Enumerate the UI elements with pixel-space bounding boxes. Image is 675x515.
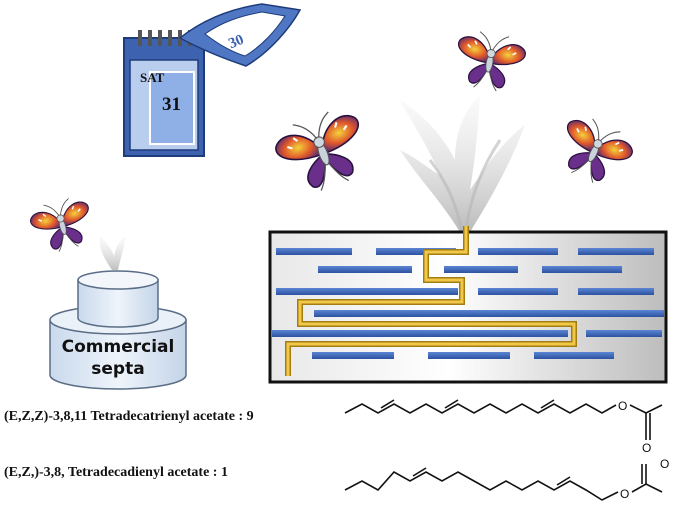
septa-label-line2: septa: [91, 359, 144, 379]
calendar-day-text: SAT: [140, 70, 165, 85]
commercial-septa: Commercial septa: [49, 270, 187, 390]
butterfly-icon-1: [26, 193, 99, 258]
molecule2-oxygen: O: [620, 487, 629, 501]
compound-label-1: (E,Z,Z)-3,8,11 Tetradecatrienyl acetate …: [4, 409, 254, 424]
molecule1-oxygen: O: [618, 399, 627, 413]
molecule2-carbonyl-oxygen: O: [660, 457, 669, 471]
butterfly-icon-3: [450, 27, 529, 96]
septa-label-line1: Commercial: [62, 337, 175, 357]
butterfly-icon-2: [268, 102, 377, 202]
calendar-flip-date: 30: [226, 32, 246, 52]
calendar-date-text: 31: [162, 94, 181, 115]
molecule-trienyl: [344, 399, 663, 440]
septa-plume: [99, 236, 126, 270]
butterfly-icon-4: [549, 109, 640, 194]
calendar-flip-inner: [204, 11, 286, 57]
compound-label-2: (E,Z,)-3,8, Tetradecadienyl acetate : 1: [4, 465, 228, 480]
calendar-icon: SAT 31 30: [123, 3, 302, 157]
dispenser-device: [268, 226, 668, 384]
blue-barriers: [272, 248, 664, 359]
molecule1-carbonyl-oxygen: O: [642, 441, 651, 455]
molecule-dienyl: [344, 464, 663, 501]
pheromone-plume: [400, 95, 525, 232]
calendar-date-box: [149, 71, 195, 145]
